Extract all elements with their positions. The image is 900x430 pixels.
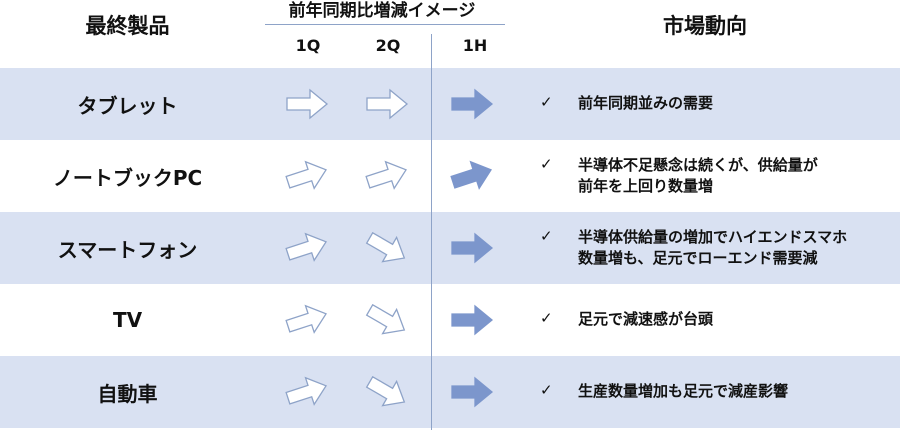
market-trend-text: 足元で減速感が台頭 (578, 309, 896, 330)
outline-arrow-icon (285, 304, 329, 336)
outline-arrow-icon (365, 231, 409, 264)
header-period-1q: 1Q (295, 36, 321, 55)
market-trend-line: 半導体供給量の増加でハイエンドスマホ (578, 228, 848, 246)
product-name: ノートブックPC (52, 165, 203, 190)
market-trend-line: 足元で減速感が台頭 (578, 310, 714, 328)
outline-arrow-icon (285, 232, 329, 264)
market-trend-text: 半導体供給量の増加でハイエンドスマホ数量増も、足元でローエンド需要減 (578, 227, 896, 269)
header-trend: 前年同期比増減イメージ (288, 1, 476, 21)
market-trend-line: 半導体不足懸念は続くが、供給量が (578, 156, 818, 174)
outline-arrow-icon (285, 88, 329, 120)
filled-arrow-icon (450, 160, 494, 192)
outline-arrow-icon (285, 376, 329, 408)
header-product: 最終製品 (85, 14, 170, 38)
check-icon: ✓ (540, 227, 553, 245)
table-row: ノートブックPC ✓ 半導体不足懸念は続くが、供給量が前年を上回り数量増 (0, 140, 900, 212)
product-name: スマートフォン (57, 237, 198, 262)
market-trend-line: 前年を上回り数量増 (578, 177, 714, 195)
header-trend-underline (265, 24, 505, 25)
table-row: スマートフォン ✓ 半導体供給量の増加でハイエンドスマホ数量増も、足元でローエンド需… (0, 212, 900, 284)
check-icon: ✓ (540, 381, 553, 399)
table-row: タブレット ✓ 前年同期並みの需要 (0, 68, 900, 140)
market-trend-text: 半導体不足懸念は続くが、供給量が前年を上回り数量増 (578, 155, 896, 197)
filled-arrow-icon (450, 88, 494, 120)
outline-arrow-icon (365, 160, 409, 192)
filled-arrow-icon (450, 376, 494, 408)
filled-arrow-icon (450, 304, 494, 336)
market-trend-text: 前年同期並みの需要 (578, 93, 896, 114)
outline-arrow-icon (365, 88, 409, 120)
outline-arrow-icon (365, 375, 409, 408)
product-name: タブレット (77, 93, 178, 118)
check-icon: ✓ (540, 93, 553, 111)
market-trend-line: 前年同期並みの需要 (578, 94, 714, 112)
market-trend-line: 数量増も、足元でローエンド需要減 (578, 249, 818, 267)
header-market: 市場動向 (663, 14, 747, 38)
product-name: TV (112, 308, 143, 332)
check-icon: ✓ (540, 309, 553, 327)
column-divider (431, 34, 432, 430)
header-period-2q: 2Q (375, 36, 401, 55)
check-icon: ✓ (540, 155, 553, 173)
market-trend-text: 生産数量増加も足元で減産影響 (578, 381, 896, 402)
product-name: 自動車 (97, 381, 158, 406)
table-row: TV ✓ 足元で減速感が台頭 (0, 284, 900, 356)
outline-arrow-icon (365, 303, 409, 336)
filled-arrow-icon (450, 232, 494, 264)
header-period-1h: 1H (462, 36, 488, 55)
outline-arrow-icon (285, 160, 329, 192)
market-trend-line: 生産数量増加も足元で減産影響 (578, 382, 789, 400)
table-row: 自動車 ✓ 生産数量増加も足元で減産影響 (0, 356, 900, 428)
